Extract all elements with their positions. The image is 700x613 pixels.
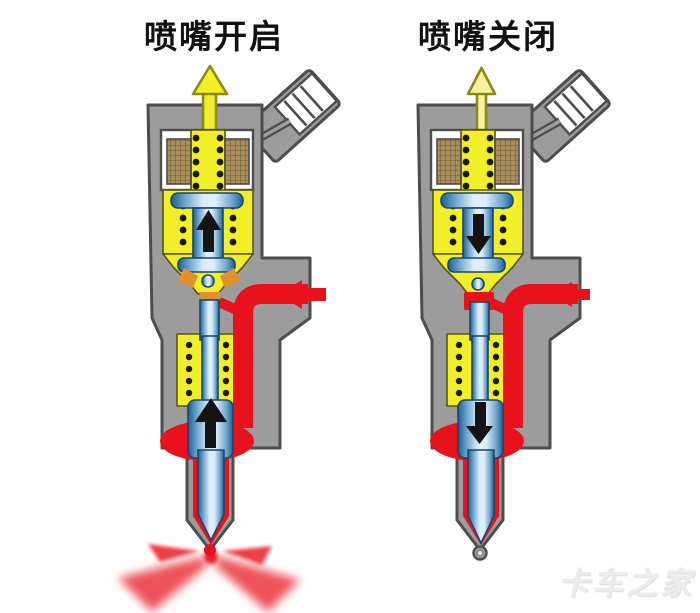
label-nozzle-open: 喷嘴开启 xyxy=(144,18,284,55)
electrical-connector xyxy=(244,69,341,163)
electrical-connector xyxy=(514,69,611,163)
needle-motion-arrow-down xyxy=(466,402,493,444)
needle-spring-dots xyxy=(222,341,230,397)
needle-tip xyxy=(197,449,225,542)
solenoid-coil-left xyxy=(166,138,192,185)
connector-pin-stripe xyxy=(561,92,586,120)
pilot-valve-ball xyxy=(201,274,215,288)
connector-pin-stripe xyxy=(553,100,578,127)
watermark: 卡车之家 xyxy=(558,566,694,601)
armature-guide-dots xyxy=(216,134,224,190)
armature-motion-arrow-up xyxy=(196,210,221,252)
needle-spring-dots xyxy=(492,341,500,397)
nozzle-needle xyxy=(457,301,504,545)
armature-guide-dots xyxy=(462,134,470,190)
armature-guide-dots xyxy=(486,134,494,190)
needle-upper-rod xyxy=(199,299,220,341)
armature-guide-dots xyxy=(192,134,200,190)
side-jet-right xyxy=(223,546,272,565)
solenoid-coil-right xyxy=(494,138,520,185)
injector-open xyxy=(118,64,341,612)
pilot-valve-ball xyxy=(471,277,485,291)
armature-valve xyxy=(440,192,514,291)
needle-tip xyxy=(467,449,495,545)
connector-pin-stripe xyxy=(291,92,316,120)
connector-pin-stripe xyxy=(283,100,308,127)
solenoid-coil-left xyxy=(436,138,462,185)
connector-pin-stripe xyxy=(569,85,594,112)
armature-motion-arrow-down xyxy=(466,214,491,254)
label-nozzle-closed: 喷嘴关闭 xyxy=(418,18,558,55)
spray-plume xyxy=(118,544,300,612)
needle-spring-dots xyxy=(455,341,463,397)
needle-upper-rod xyxy=(469,301,490,341)
needle-spring-dots xyxy=(185,341,193,397)
nozzle-sac-closed xyxy=(472,545,488,561)
needle-motion-arrow-up xyxy=(195,398,227,448)
connector-pin-stripe xyxy=(299,85,324,112)
side-jet-left xyxy=(148,544,199,562)
fuel-inlet-arrow xyxy=(279,280,326,309)
fuel-inlet-arrow xyxy=(552,282,590,307)
fuel-return-arrow xyxy=(191,64,229,136)
injector-closed xyxy=(416,66,611,561)
solenoid-coil-right xyxy=(224,138,250,185)
